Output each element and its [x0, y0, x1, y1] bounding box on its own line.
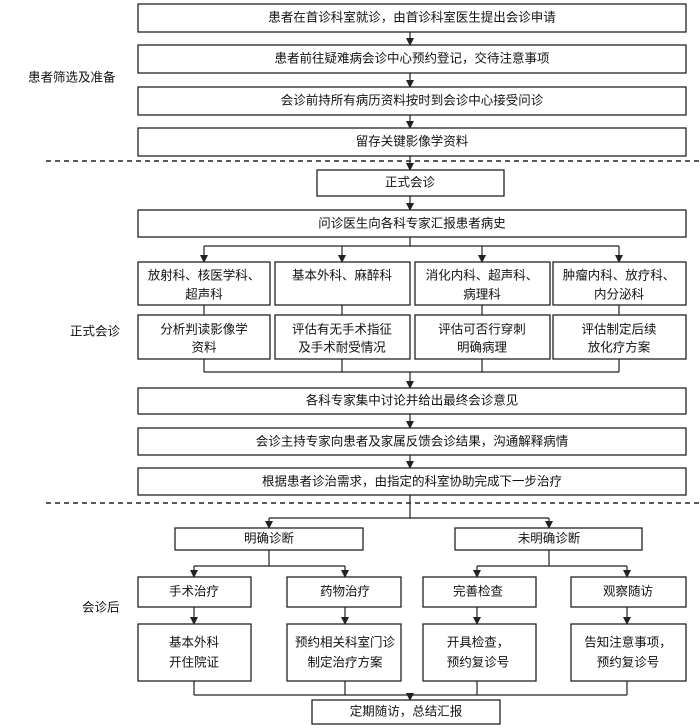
svg-text:开住院证: 开住院证 — [169, 655, 220, 670]
prep-step-1: 患者在首诊科室就诊，由首诊科室医生提出会诊申请 — [137, 3, 687, 33]
section-label-prep: 患者筛选及准备 — [28, 70, 116, 85]
svg-text:分析判读影像学: 分析判读影像学 — [160, 322, 248, 337]
svg-text:肿瘤内科、放疗科、: 肿瘤内科、放疗科、 — [563, 268, 676, 283]
diagnosis-unconfirmed-box: 未明确诊断 — [454, 527, 643, 551]
prep-step-2: 患者前往疑难病会诊中心预约登记，交待注意事项 — [137, 44, 687, 74]
svg-text:定期随访，总结汇报: 定期随访，总结汇报 — [350, 704, 463, 719]
svg-text:明确诊断: 明确诊断 — [244, 531, 294, 546]
formal-start-box: 正式会诊 — [316, 169, 505, 197]
final-box: 定期随访，总结汇报 — [311, 699, 501, 725]
svg-text:告知注意事项，: 告知注意事项， — [584, 635, 672, 650]
next-step-box: 根据患者诊治需求，由指定的科室协助完成下一步治疗 — [137, 467, 687, 496]
svg-text:消化内科、超声科、: 消化内科、超声科、 — [426, 268, 539, 283]
svg-text:基本外科: 基本外科 — [169, 635, 220, 650]
department-2: 基本外科、麻醉科 — [274, 261, 411, 306]
svg-text:明确病理: 明确病理 — [457, 340, 508, 355]
treatment-action-3: 开具检查， 预约复诊号 — [422, 623, 537, 682]
feedback-box: 会诊主持专家向患者及家属反馈会诊结果，沟通解释病情 — [137, 427, 687, 456]
department-1: 放射科、核医学科、超声科 — [137, 261, 271, 306]
svg-text:资料: 资料 — [191, 340, 217, 355]
svg-text:会诊前持所有病历资料按时到会诊中心接受问诊: 会诊前持所有病历资料按时到会诊中心接受问诊 — [281, 93, 544, 108]
svg-text:会诊主持专家向患者及家属反馈会诊结果，沟通解释病情: 会诊主持专家向患者及家属反馈会诊结果，沟通解释病情 — [256, 434, 569, 449]
discussion-box: 各科专家集中讨论并给出最终会诊意见 — [137, 387, 687, 415]
prep-step-4: 留存关键影像学资料 — [137, 127, 687, 157]
treatment-1: 手术治疗 — [137, 576, 252, 608]
department-3: 消化内科、超声科、病理科 — [414, 261, 551, 306]
svg-text:手术治疗: 手术治疗 — [169, 584, 219, 599]
treatment-2: 药物治疗 — [286, 576, 402, 608]
treatment-action-4: 告知注意事项， 预约复诊号 — [570, 623, 687, 682]
svg-text:病理科: 病理科 — [463, 287, 501, 302]
svg-text:基本外科、麻醉科: 基本外科、麻醉科 — [292, 268, 393, 283]
svg-text:各科专家集中讨论并给出最终会诊意见: 各科专家集中讨论并给出最终会诊意见 — [306, 393, 519, 408]
treatment-4: 观察随访 — [570, 576, 687, 608]
svg-text:制定治疗方案: 制定治疗方案 — [307, 655, 383, 670]
svg-text:完善检查: 完善检查 — [453, 584, 504, 599]
svg-text:问诊医生向各科专家汇报患者病史: 问诊医生向各科专家汇报患者病史 — [318, 216, 506, 231]
svg-text:内分泌科: 内分泌科 — [594, 287, 645, 302]
svg-text:评估制定后续: 评估制定后续 — [581, 322, 656, 337]
svg-text:未明确诊断: 未明确诊断 — [518, 531, 581, 546]
svg-text:放射科、核医学科、: 放射科、核医学科、 — [148, 268, 261, 283]
section-label-formal: 正式会诊 — [70, 324, 121, 339]
svg-text:评估有无手术指征: 评估有无手术指征 — [292, 322, 393, 337]
svg-text:及手术耐受情况: 及手术耐受情况 — [298, 340, 386, 355]
department-4: 肿瘤内科、放疗科、内分泌科 — [552, 261, 687, 306]
svg-text:观察随访: 观察随访 — [603, 584, 653, 599]
svg-text:预约相关科室门诊: 预约相关科室门诊 — [295, 635, 396, 650]
svg-text:药物治疗: 药物治疗 — [320, 584, 370, 599]
svg-text:根据患者诊治需求，由指定的科室协助完成下一步治疗: 根据患者诊治需求，由指定的科室协助完成下一步治疗 — [262, 474, 562, 489]
prep-step-3: 会诊前持所有病历资料按时到会诊中心接受问诊 — [137, 86, 687, 116]
svg-text:正式会诊: 正式会诊 — [385, 175, 436, 190]
svg-text:开具检查，: 开具检查， — [447, 635, 510, 650]
diagnosis-confirmed-box: 明确诊断 — [174, 527, 364, 551]
svg-text:预约复诊号: 预约复诊号 — [597, 655, 660, 670]
svg-text:患者前往疑难病会诊中心预约登记，交待注意事项: 患者前往疑难病会诊中心预约登记，交待注意事项 — [274, 51, 549, 66]
svg-text:超声科: 超声科 — [185, 287, 223, 302]
svg-text:患者在首诊科室就诊，由首诊科室医生提出会诊申请: 患者在首诊科室就诊，由首诊科室医生提出会诊申请 — [268, 10, 556, 25]
svg-text:预约复诊号: 预约复诊号 — [447, 655, 510, 670]
svg-text:放化疗方案: 放化疗方案 — [588, 340, 651, 355]
svg-text:留存关键影像学资料: 留存关键影像学资料 — [356, 134, 469, 149]
svg-text:评估可否行穿刺: 评估可否行穿刺 — [438, 322, 526, 337]
section-label-after: 会诊后 — [82, 600, 120, 615]
treatment-3: 完善检查 — [422, 576, 537, 608]
report-box: 问诊医生向各科专家汇报患者病史 — [137, 209, 687, 238]
